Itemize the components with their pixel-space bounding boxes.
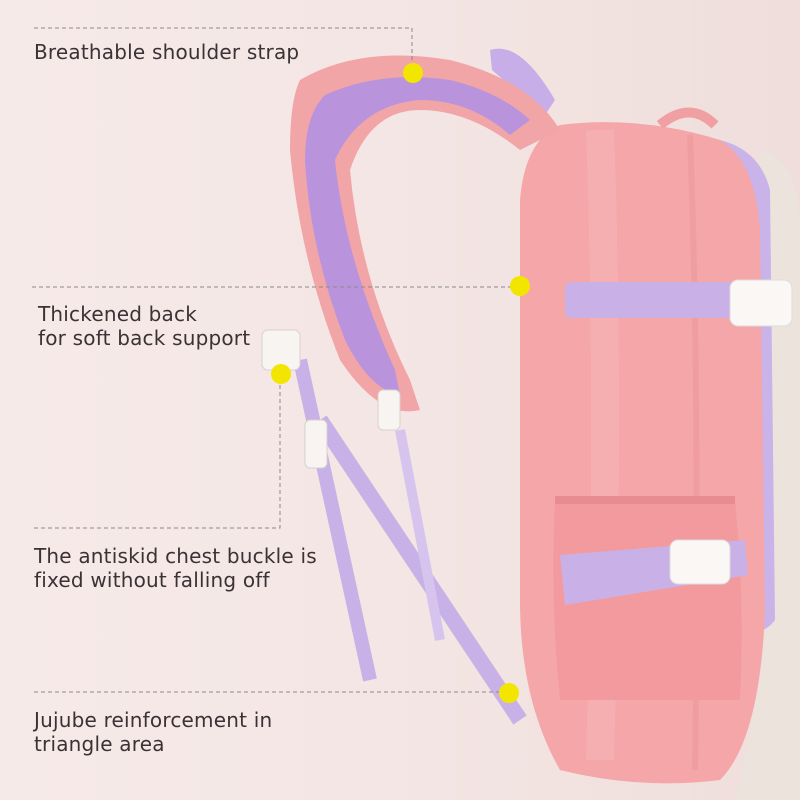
marker-buckle: [271, 364, 291, 384]
top-handle: [656, 107, 719, 129]
upper-compression-strap: [565, 282, 755, 318]
annotation-shoulder-strap: Breathable shoulder strap: [34, 40, 299, 64]
annotation-thickened-back: Thickened back for soft back support: [38, 302, 250, 350]
strap-anchor-tab: [490, 48, 555, 116]
annotation-chest-buckle: The antiskid chest buckle is fixed witho…: [34, 544, 317, 592]
annotation-line-1: The antiskid chest buckle is: [34, 544, 317, 568]
guide-line-strap: [34, 27, 413, 72]
lower-strap-buckle: [669, 539, 731, 585]
annotation-line-2: triangle area: [34, 732, 165, 756]
shoulder-strap-mesh: [305, 77, 530, 395]
annotation-text: Breathable shoulder strap: [34, 40, 300, 64]
buckle-slider-right: [377, 389, 401, 431]
guide-lines: [32, 27, 520, 693]
annotation-line-2: fixed without falling off: [34, 568, 270, 592]
marker-back: [510, 276, 530, 296]
annotation-line-1: Jujube reinforcement in: [34, 708, 273, 732]
upper-strap-buckle: [729, 279, 793, 327]
annotation-line-2: for soft back support: [38, 326, 251, 350]
buckle-slider-left: [304, 419, 328, 469]
strap-webbing-right: [313, 415, 527, 725]
annotation-line-1: Thickened back: [38, 302, 197, 326]
guide-line-buckle: [34, 374, 281, 529]
annotation-triangle-area: Jujube reinforcement in triangle area: [34, 708, 272, 756]
markers: [271, 63, 530, 703]
strap-webbing-left: [293, 358, 377, 682]
marker-strap: [403, 63, 423, 83]
strap-webbing-tail: [395, 429, 445, 641]
marker-triangle: [499, 683, 519, 703]
